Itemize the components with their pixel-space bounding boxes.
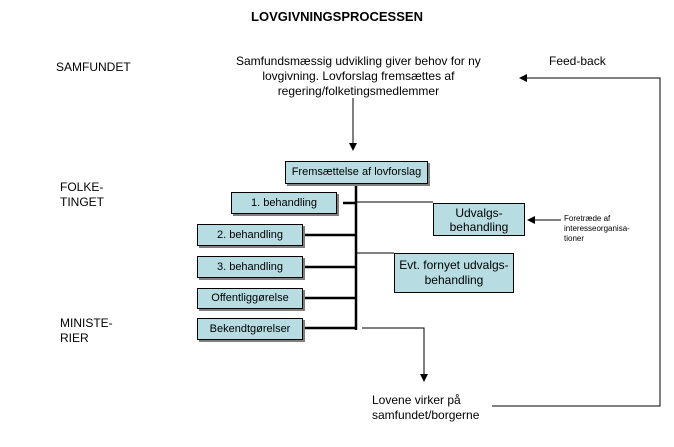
- behandling-2-box: 2. behandling: [197, 224, 303, 246]
- fremsaettelse-box: Fremsættelse af lovforslag: [285, 161, 428, 184]
- section-label-samfundet: SAMFUNDET: [56, 60, 131, 74]
- outcome-text: Lovene virker på samfundet/borgerne: [372, 393, 480, 422]
- intro-text: Samfundsmæssig udvikling giver behov for…: [236, 54, 481, 98]
- offentliggoerelse-box: Offentliggørelse: [197, 288, 303, 309]
- diagram-title: LOVGIVNINGSPROCESSEN: [251, 9, 423, 24]
- section-label-ministerier: MINISTE- RIER: [60, 316, 113, 345]
- fornyet-udvalgsbehandling-box: Evt. fornyet udvalgs- behandling: [394, 253, 514, 293]
- section-label-folketinget: FOLKE- TINGET: [60, 180, 104, 209]
- interest-organisations-label: Foretræde af interesseorganisa- tioner: [564, 214, 630, 243]
- udvalgsbehandling-box: Udvalgs- behandling: [433, 203, 525, 236]
- feedback-loop-arrow: [492, 74, 661, 407]
- arrow-to-outcome: [362, 327, 428, 382]
- feedback-label: Feed-back: [549, 54, 606, 68]
- behandling-3-box: 3. behandling: [197, 256, 303, 278]
- behandling-1-box: 1. behandling: [231, 192, 337, 214]
- bekendtgoerelser-box: Bekendtgørelser: [197, 318, 303, 340]
